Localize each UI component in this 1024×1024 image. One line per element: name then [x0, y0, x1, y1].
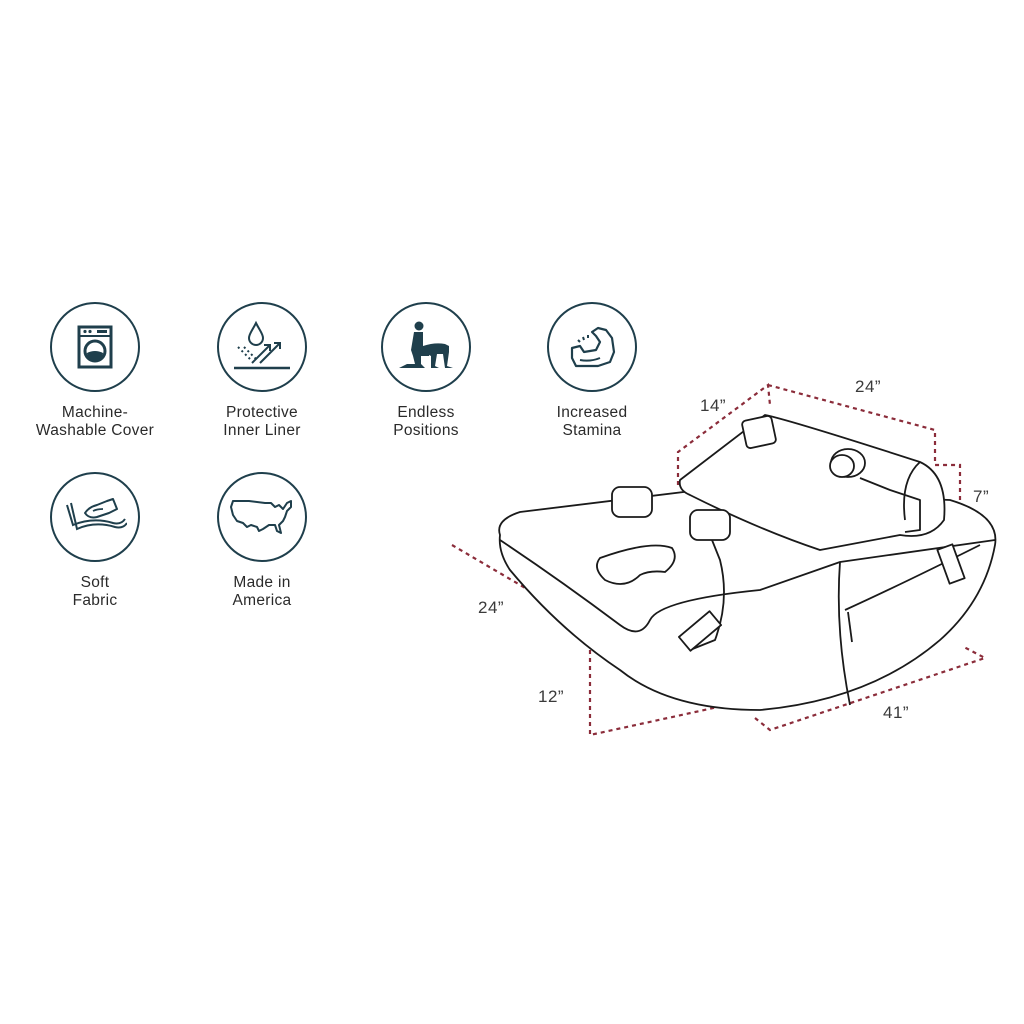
- feature-label-line2: Fabric: [72, 592, 118, 609]
- feature-icon-circle: [217, 302, 307, 392]
- dimension-base-length: 41”: [883, 703, 910, 722]
- feature-label-line1: Endless: [397, 404, 455, 421]
- feature-label: Increased Stamina: [522, 404, 662, 440]
- flexed-arm-icon: [570, 326, 616, 368]
- feature-soft-fabric: Soft Fabric: [25, 472, 165, 610]
- feature-machine-washable: Machine- Washable Cover: [25, 302, 165, 440]
- feature-label-line2: Positions: [393, 422, 459, 439]
- feature-icon-circle: [50, 472, 140, 562]
- feature-label: Machine- Washable Cover: [25, 404, 165, 440]
- feature-made-in-america: Made in America: [192, 472, 332, 610]
- feature-label: Soft Fabric: [25, 574, 165, 610]
- feature-label-line2: Stamina: [562, 422, 622, 439]
- product-illustration: [451, 382, 997, 737]
- feature-endless-positions: Endless Positions: [356, 302, 496, 440]
- dimension-top-height: 7”: [973, 487, 990, 506]
- feature-icon-circle: [547, 302, 637, 392]
- water-drop-liner-icon: [234, 320, 290, 370]
- feature-label-line1: Machine-: [61, 404, 129, 421]
- dimension-base-width: 24”: [478, 598, 505, 617]
- dimension-top-depth: 14”: [700, 396, 727, 415]
- feature-label-line2: Washable Cover: [35, 422, 155, 439]
- feature-label-line1: Made in: [233, 574, 291, 591]
- feature-label: Protective Inner Liner: [192, 404, 332, 440]
- dimension-base-height: 12”: [538, 687, 565, 706]
- feature-label: Endless Positions: [356, 404, 496, 440]
- feature-icon-circle: [217, 472, 307, 562]
- feature-label: Made in America: [192, 574, 332, 610]
- feature-icon-circle: [381, 302, 471, 392]
- dimension-top-length: 24”: [855, 377, 882, 396]
- feature-protective-liner: Protective Inner Liner: [192, 302, 332, 440]
- feature-label-line1: Increased: [556, 404, 628, 421]
- feature-label-line2: America: [232, 592, 292, 609]
- feature-label-line2: Inner Liner: [223, 422, 301, 439]
- feature-increased-stamina: Increased Stamina: [522, 302, 662, 440]
- hand-fabric-icon: [66, 498, 127, 531]
- cushion-outline: [498, 414, 997, 711]
- positions-figure-icon: [399, 321, 453, 368]
- feature-icon-circle: [50, 302, 140, 392]
- feature-label-line1: Soft: [80, 574, 110, 591]
- usa-map-icon: [230, 500, 292, 534]
- washing-machine-icon: [77, 325, 113, 369]
- feature-label-line1: Protective: [226, 404, 298, 421]
